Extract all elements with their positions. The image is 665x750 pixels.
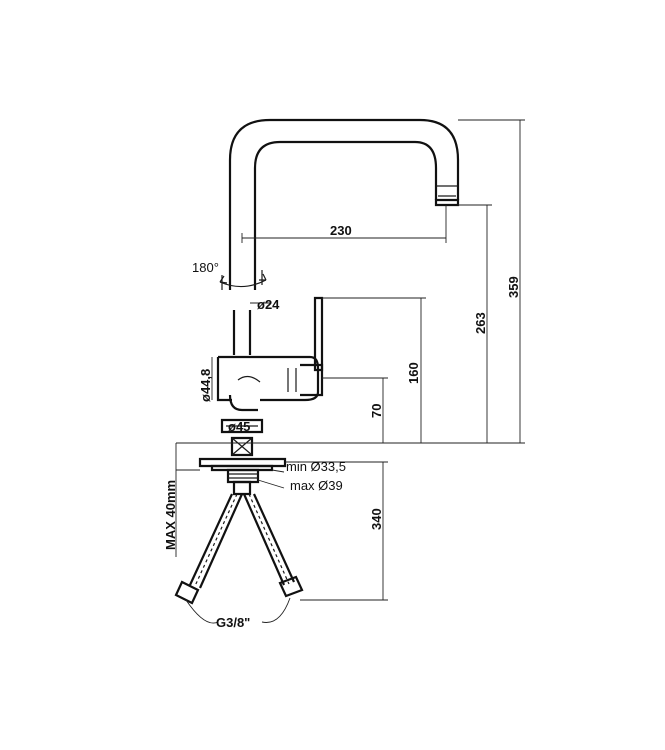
flex-hose-left [174, 493, 244, 605]
base-ring [220, 418, 264, 434]
label-reach: 230 [330, 223, 352, 238]
label-body-height: 70 [369, 404, 384, 418]
label-deck-thickness: MAX 40mm [163, 480, 178, 550]
label-base-diameter: ø45 [228, 419, 250, 434]
lever-handle [300, 296, 324, 397]
dimension-lines [175, 119, 525, 624]
label-body-diameter: ø44,8 [198, 369, 213, 402]
label-below-deck: 340 [369, 508, 384, 530]
mixer-body [216, 355, 320, 412]
mounting-hardware [198, 436, 287, 496]
label-spout-height: 263 [473, 312, 488, 334]
label-total-height: 359 [506, 276, 521, 298]
label-hose-thread: G3/8" [216, 615, 250, 630]
label-hole-max: max Ø39 [290, 478, 343, 493]
label-hole-min: min Ø33,5 [286, 459, 346, 474]
spout [228, 118, 460, 290]
label-spout-diameter: ø24 [257, 297, 280, 312]
flex-hose-right [242, 493, 304, 598]
spout-pipe [232, 310, 252, 355]
label-rotation: 180° [192, 260, 219, 275]
rotation-arrow-icon [219, 270, 267, 290]
label-lever-height: 160 [406, 362, 421, 384]
